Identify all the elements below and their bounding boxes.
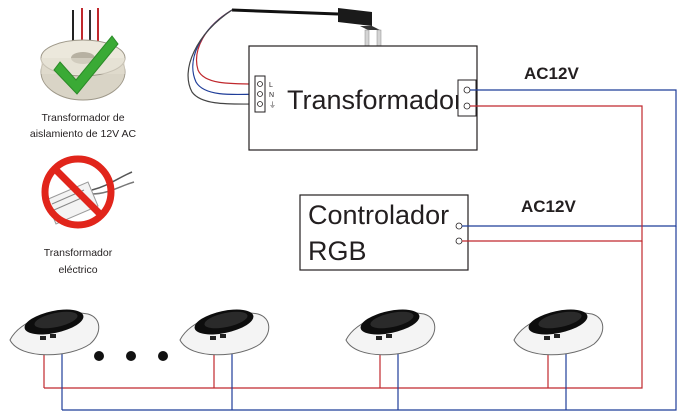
controller-label-line1: Controlador xyxy=(308,200,449,230)
terminal-screw xyxy=(257,91,263,97)
mains-wire-earth xyxy=(187,9,259,105)
terminal-label-earth: ⏚ xyxy=(269,101,276,109)
pool-light-1 xyxy=(9,309,100,356)
wire-blue-transformer-to-controller xyxy=(462,89,677,227)
voltage-label-middle: AC12V xyxy=(521,197,576,216)
mains-plug xyxy=(231,8,382,47)
pool-light-2 xyxy=(179,309,270,356)
terminal-screw xyxy=(257,101,263,107)
good-caption-line1: Transformador de xyxy=(41,112,124,124)
prohibited-icon xyxy=(41,155,115,229)
transformer-input-terminal-block xyxy=(254,75,266,113)
good-caption-line2: aislamiento de 12V AC xyxy=(30,128,137,140)
terminal-screw xyxy=(257,81,263,87)
pool-light-4 xyxy=(513,309,604,356)
bad-caption-line1: Transformador xyxy=(44,247,113,259)
wire-red-bus xyxy=(44,241,643,389)
wire-red-transformer-to-controller xyxy=(462,105,643,242)
terminal-label-l: L xyxy=(269,82,273,89)
transformer-label: Transformador xyxy=(287,85,463,115)
ellipsis-dot xyxy=(94,351,104,361)
terminal-label-n: N xyxy=(269,92,274,99)
ellipsis-dot xyxy=(158,351,168,361)
controller-label-line2: RGB xyxy=(308,236,367,266)
voltage-label-top: AC12V xyxy=(524,64,579,83)
transformer-box xyxy=(248,45,478,151)
transformer-output-terminal-block xyxy=(457,79,477,117)
mains-wire-neutral xyxy=(192,9,259,96)
bad-caption-line2: eléctrico xyxy=(58,264,97,276)
controller-box xyxy=(299,194,469,271)
ellipsis-dot xyxy=(126,351,136,361)
wire-blue-bus xyxy=(62,226,677,411)
check-icon xyxy=(53,35,119,95)
pool-light-3 xyxy=(345,309,436,356)
